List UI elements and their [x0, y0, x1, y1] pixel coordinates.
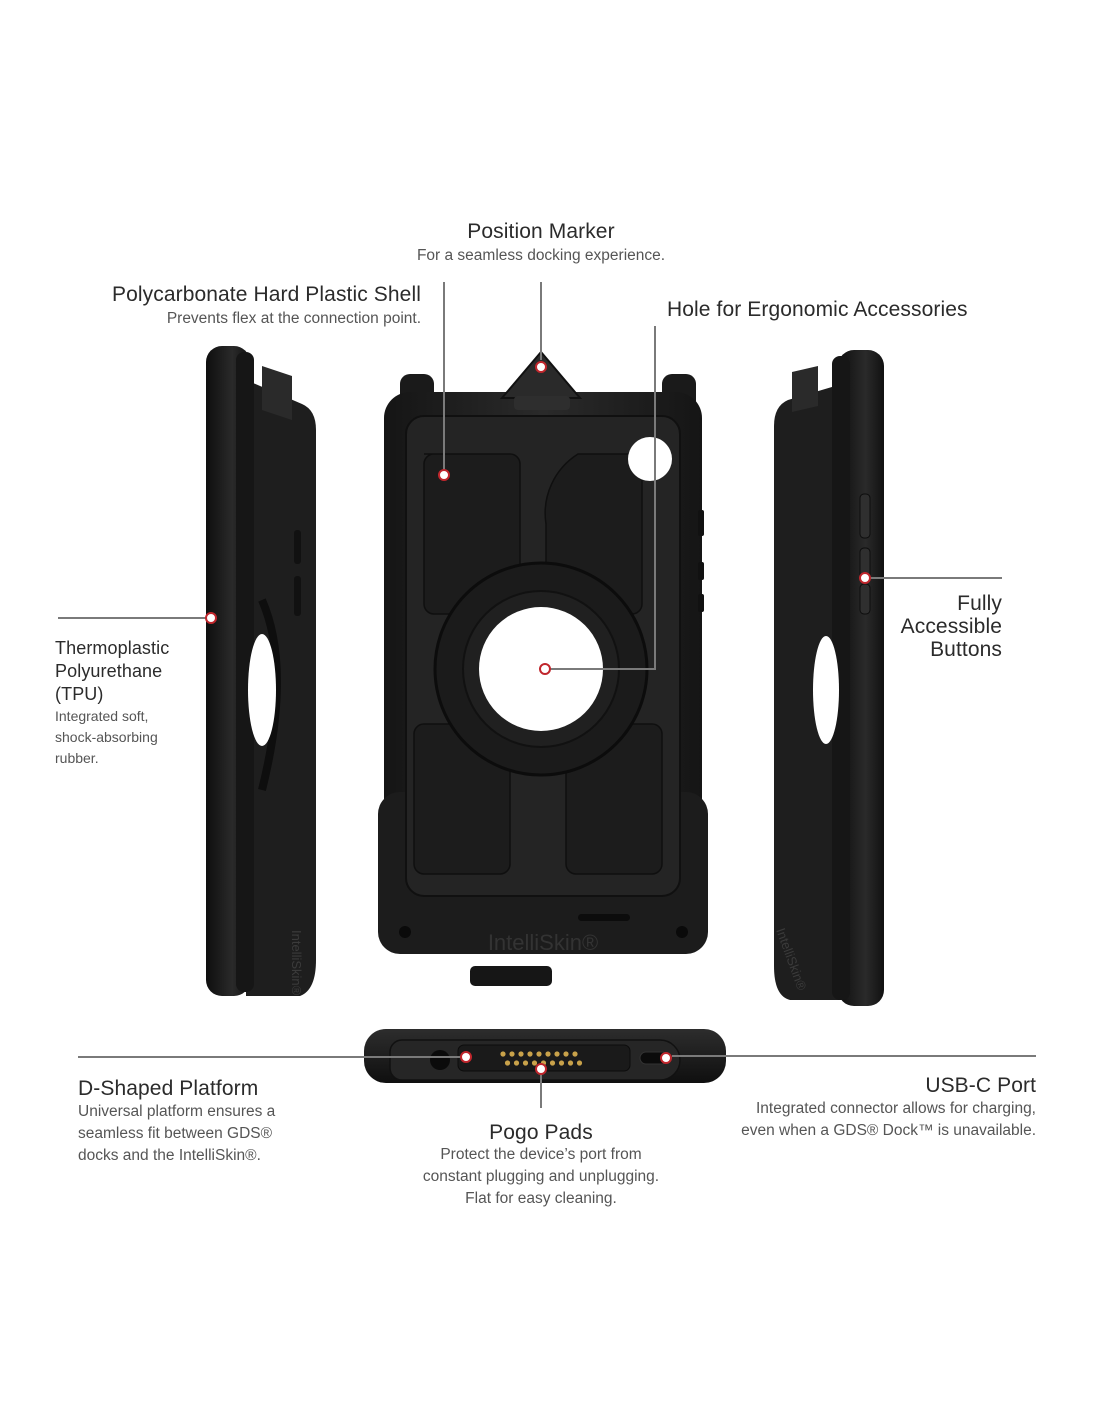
marker-pogo — [535, 1063, 547, 1075]
tpu-desc-line-3: rubber. — [55, 750, 99, 766]
marker-d-platform — [460, 1051, 472, 1063]
left-case-lip — [236, 352, 254, 992]
marker-ergonomic — [539, 663, 551, 675]
pogo-pins — [500, 1051, 583, 1066]
pogo-pin — [563, 1051, 569, 1057]
tpu-title: Thermoplastic Polyurethane (TPU) — [55, 637, 215, 706]
pogo-pin — [576, 1060, 583, 1066]
case-speaker-slot — [578, 914, 630, 921]
left-case-button-2 — [294, 576, 301, 616]
tpu-desc-line-2: shock-absorbing — [55, 729, 158, 745]
case-side-button-2 — [698, 562, 704, 580]
pogo-pin — [554, 1051, 560, 1057]
left-case-ring-edge — [258, 598, 281, 791]
usbc-title: USB-C Port — [925, 1074, 1036, 1097]
d-platform-desc-line-2: seamless fit between GDS® — [78, 1125, 273, 1142]
pogo-desc-line-2: constant plugging and unplugging. — [422, 1168, 660, 1185]
pogo-desc-line-3: Flat for easy cleaning. — [465, 1190, 617, 1207]
right-case-button-1 — [859, 493, 871, 539]
pogo-pin — [545, 1051, 551, 1057]
case-screw-left — [399, 926, 411, 938]
case-bottom-connector — [470, 966, 552, 986]
pogo-pin — [536, 1051, 542, 1057]
buttons-title-line-1: Fully — [957, 592, 1002, 615]
usbc-desc-line-1: Integrated connector allows for charging… — [755, 1100, 1036, 1117]
ergonomic-hole-title: Hole for Ergonomic Accessories — [667, 298, 968, 321]
case-screw-right — [676, 926, 688, 938]
right-side-case: IntelliSkin® — [773, 350, 884, 1006]
leader-lines — [58, 282, 1036, 1108]
tpu-title-line-1: Thermoplastic — [55, 638, 170, 658]
position-marker-title: Position Marker — [467, 220, 615, 243]
position-marker-base — [514, 396, 570, 410]
pogo-pin — [567, 1060, 574, 1066]
position-marker-desc: For a seamless docking experience. — [416, 247, 666, 264]
marker-polycarbonate — [438, 469, 450, 481]
left-case-button-1 — [294, 530, 301, 564]
usbc-desc-line-2: even when a GDS® Dock™ is unavailable. — [741, 1122, 1036, 1139]
pogo-pin — [572, 1051, 578, 1057]
case-side-button-1 — [698, 510, 704, 536]
pogo-pin — [527, 1051, 533, 1057]
marker-usbc — [660, 1052, 672, 1064]
d-platform-desc-line-3: docks and the IntelliSkin®. — [78, 1147, 261, 1164]
buttons-title-line-3: Buttons — [930, 638, 1002, 661]
right-case-top-clip — [792, 366, 818, 412]
right-case-ring-hole — [813, 636, 839, 744]
pogo-pin — [549, 1060, 556, 1066]
leader-ergonomic — [548, 326, 656, 670]
right-case-lip — [832, 356, 850, 1000]
pogo-pin — [531, 1060, 538, 1066]
tpu-desc: Integrated soft, shock-absorbing rubber. — [55, 706, 215, 769]
pogo-desc: Protect the device’s port from constant … — [366, 1144, 716, 1210]
pogo-pin — [522, 1060, 529, 1066]
tpu-title-line-2: Polyurethane — [55, 661, 163, 681]
pogo-title: Pogo Pads — [489, 1121, 593, 1144]
case-side-button-3 — [698, 594, 704, 612]
pogo-pin — [558, 1060, 565, 1066]
case-brand-mark: IntelliSkin® — [488, 930, 598, 955]
usbc-desc: Integrated connector allows for charging… — [656, 1098, 1036, 1142]
pogo-pin — [513, 1060, 520, 1066]
buttons-title: Fully Accessible Buttons — [852, 592, 1002, 661]
tpu-desc-line-1: Integrated soft, — [55, 708, 149, 724]
polycarbonate-title: Polycarbonate Hard Plastic Shell — [111, 283, 421, 306]
pogo-desc-line-1: Protect the device’s port from — [440, 1146, 642, 1163]
left-case-top-clip — [262, 366, 292, 420]
pogo-pin — [518, 1051, 524, 1057]
right-case-inner — [774, 384, 842, 1000]
center-case-back: IntelliSkin® — [378, 350, 708, 986]
polycarbonate-desc: Prevents flex at the connection point. — [166, 310, 421, 327]
left-side-case: IntelliSkin® — [206, 346, 316, 996]
marker-tpu — [205, 612, 217, 624]
d-platform-title: D-Shaped Platform — [78, 1077, 259, 1100]
d-platform-desc: Universal platform ensures a seamless fi… — [78, 1101, 398, 1167]
tpu-title-line-3: (TPU) — [55, 684, 104, 704]
bottom-edge-hole — [430, 1050, 450, 1070]
camera-hole — [628, 437, 672, 481]
marker-buttons — [859, 572, 871, 584]
left-case-ring-hole — [248, 634, 276, 746]
marker-position — [535, 361, 547, 373]
pogo-pin — [500, 1051, 506, 1057]
callout-markers — [205, 361, 871, 1075]
buttons-title-line-2: Accessible — [900, 615, 1002, 638]
d-platform-desc-line-1: Universal platform ensures a — [78, 1103, 276, 1120]
left-case-brand-mark: IntelliSkin® — [289, 930, 304, 996]
pogo-pin — [504, 1060, 511, 1066]
pogo-pin — [509, 1051, 515, 1057]
